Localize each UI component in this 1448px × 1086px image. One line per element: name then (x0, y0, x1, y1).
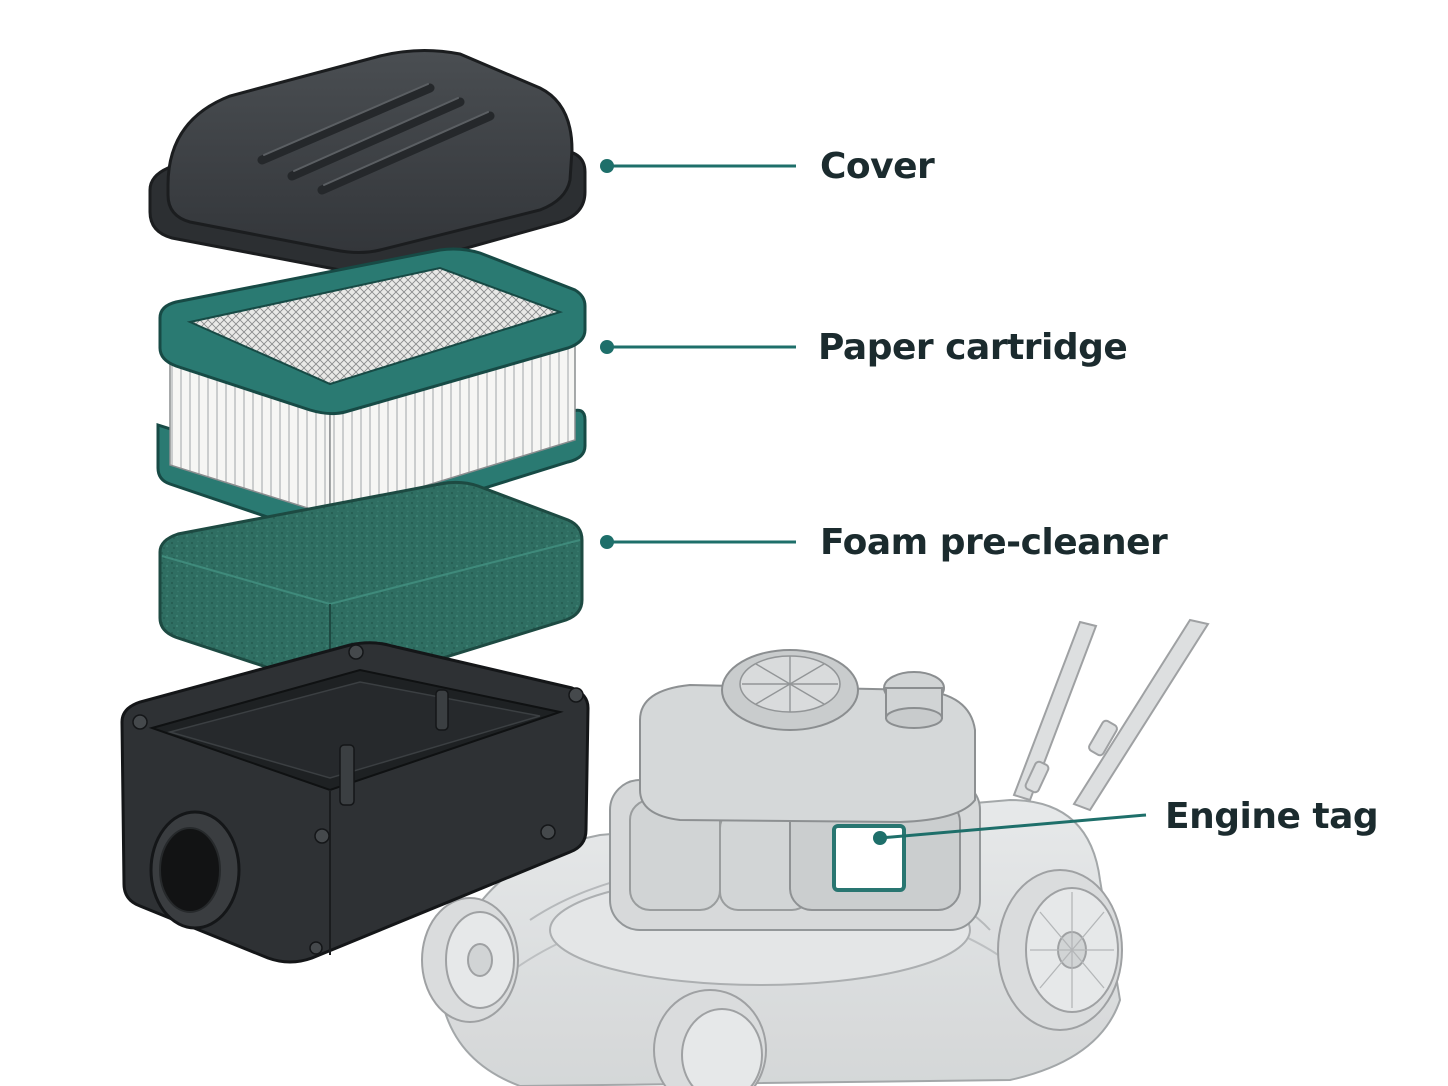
callout-cover: Cover (600, 146, 936, 187)
label-foam-pre-cleaner: Foam pre-cleaner (820, 522, 1168, 563)
label-engine-tag: Engine tag (1165, 796, 1378, 837)
cover-part (148, 48, 587, 274)
callout-engine-tag: Engine tag (873, 796, 1379, 845)
mower-wheels (421, 869, 1123, 1086)
callout-paper-cartridge: Paper cartridge (600, 327, 1128, 368)
foam-pre-cleaner-part (158, 480, 584, 690)
engine-tag (832, 824, 906, 892)
label-paper-cartridge: Paper cartridge (818, 327, 1127, 368)
base-housing-part (120, 641, 590, 964)
callout-foam-pre-cleaner: Foam pre-cleaner (600, 522, 1169, 563)
label-cover: Cover (820, 146, 935, 187)
mower-handle (1012, 618, 1210, 812)
paper-cartridge-part (156, 247, 587, 535)
lawn-mower-illustration (421, 618, 1210, 1086)
mower-engine (609, 649, 981, 931)
